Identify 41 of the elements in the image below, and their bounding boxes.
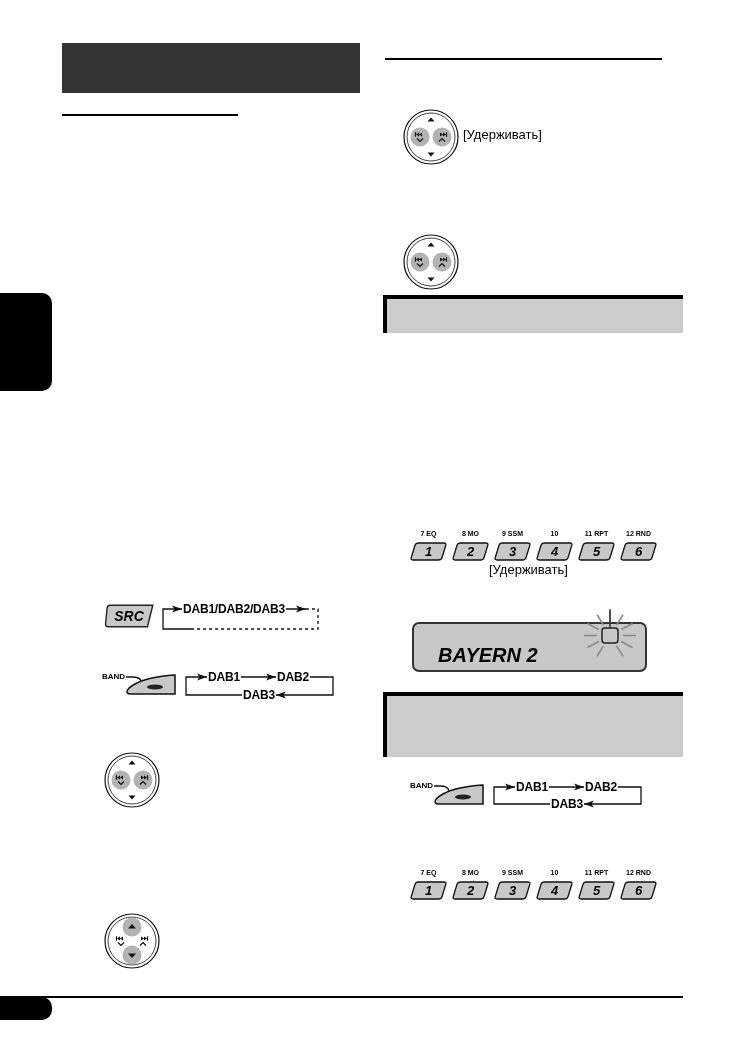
preset-button: 4	[536, 542, 573, 561]
source-button: SRC	[104, 604, 154, 628]
preset-button: 6	[620, 881, 657, 900]
arrow	[548, 783, 585, 791]
hold-instruction: [Удерживать]	[463, 128, 542, 141]
band-name: DAB3	[551, 798, 583, 810]
arrow	[240, 673, 277, 681]
preset-button: 6	[620, 542, 657, 561]
band-name: DAB2	[277, 671, 309, 683]
index-tab	[0, 293, 52, 391]
push-button	[125, 674, 176, 695]
heading-band	[383, 692, 683, 757]
arrow	[493, 783, 551, 805]
arrow	[185, 673, 243, 696]
preset-button: 2	[452, 542, 489, 561]
heading-band	[62, 43, 360, 93]
leader-line	[125, 676, 142, 682]
preset-button: 4	[536, 881, 573, 900]
arrow	[583, 786, 642, 808]
leader-line	[433, 785, 450, 792]
preset-button: 1	[410, 881, 447, 900]
band-name: DAB1	[208, 671, 240, 683]
preset-button: 5	[578, 881, 615, 900]
button-label: BAND	[410, 782, 434, 790]
band-list: DAB1/DAB2/DAB3	[183, 603, 285, 615]
index-tab	[0, 997, 52, 1020]
heading-band	[383, 295, 683, 333]
arrow	[275, 676, 334, 699]
band-name: DAB1	[516, 781, 548, 793]
button-label: BAND	[102, 673, 126, 681]
preset-button: 5	[578, 542, 615, 561]
preset-button: 2	[452, 881, 489, 900]
display-text: BAYERN 2	[438, 645, 538, 665]
push-button	[433, 784, 484, 805]
loop-arrow	[162, 605, 319, 630]
hold-instruction: [Удерживать]	[489, 563, 568, 576]
preset-button: 1	[410, 542, 447, 561]
preset-button: 3	[494, 542, 531, 561]
band-name: DAB2	[585, 781, 617, 793]
band-name: DAB3	[243, 689, 275, 701]
preset-button: 3	[494, 881, 531, 900]
